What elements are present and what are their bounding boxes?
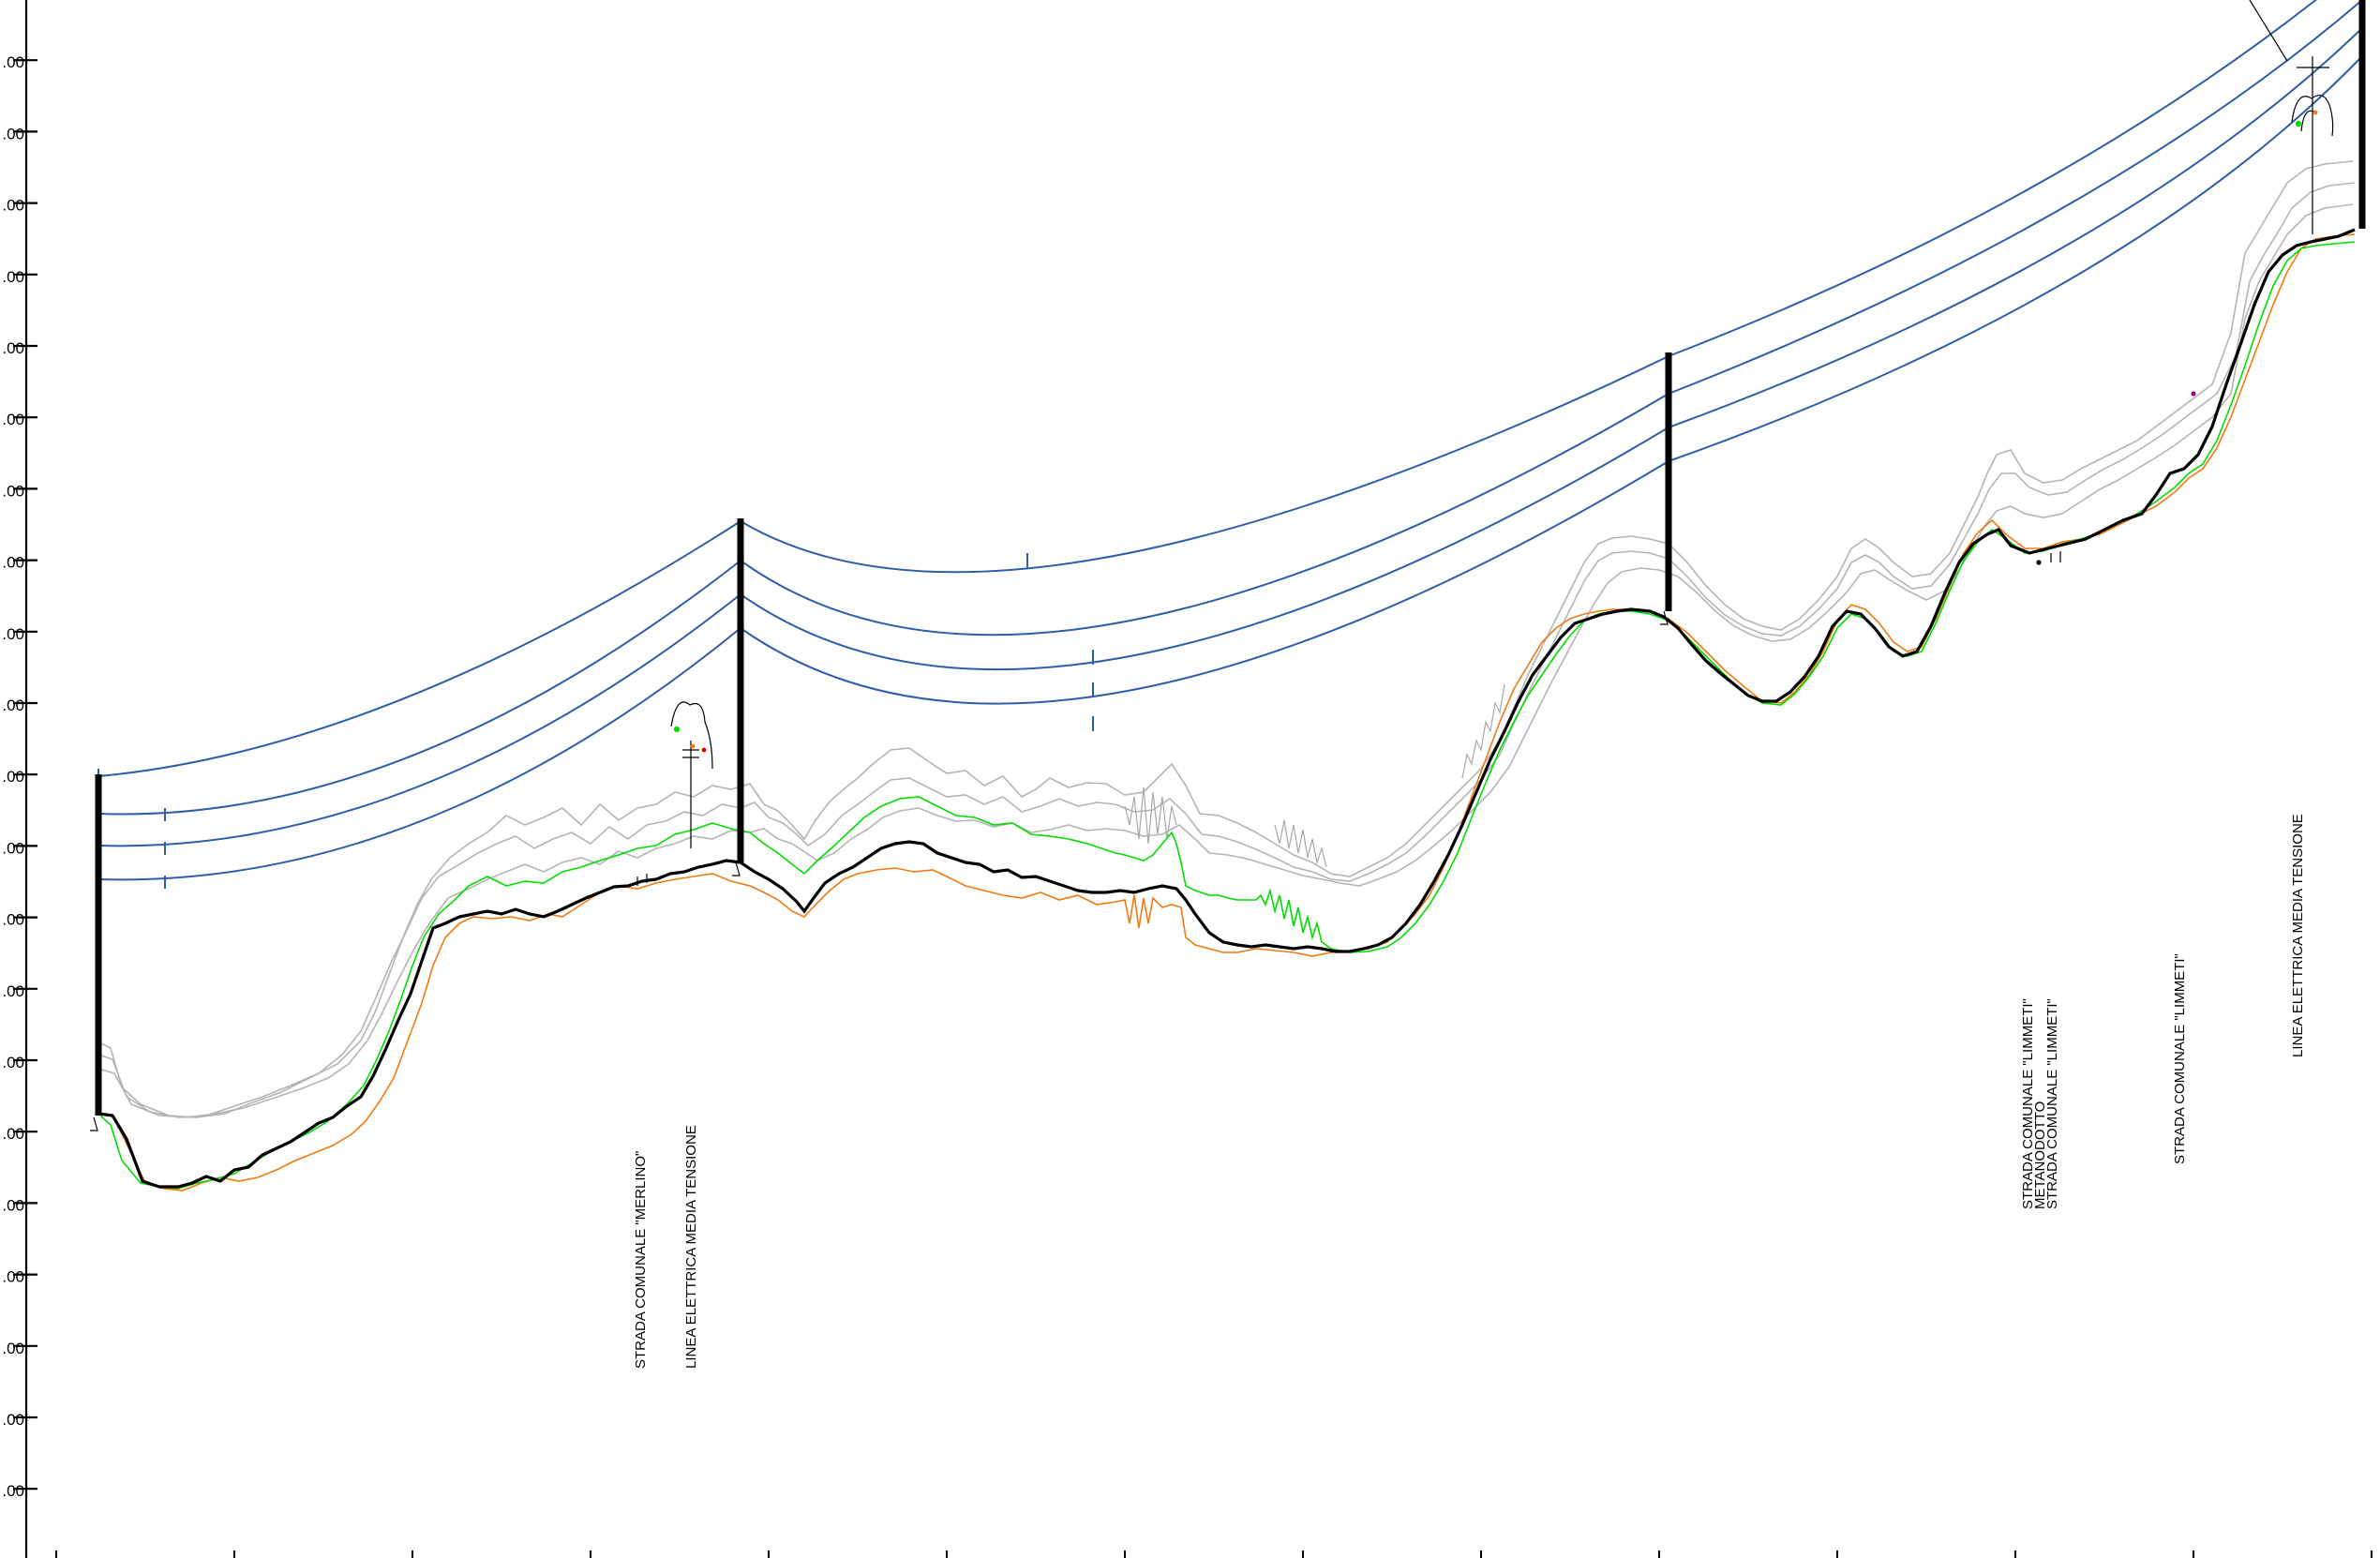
- elevation-tick-label-5: .00: [2, 339, 24, 357]
- elevation-tick-label-13: .00: [2, 911, 24, 929]
- label-linea-mt-1: LINEA ELETTRICA MEDIA TENSIONE: [683, 1125, 699, 1369]
- conductors: [97, 0, 2363, 881]
- conductor-span3-2: [1668, 0, 2363, 395]
- existing-mt-pole-1: [670, 701, 713, 848]
- elevation-axis: [13, 0, 37, 1558]
- ground-profile-main: [97, 228, 2356, 1189]
- conductor-span2-4: [740, 460, 1669, 705]
- elevation-tick-label-17: .00: [2, 1196, 24, 1214]
- elevation-tick-label-21: .00: [2, 1482, 24, 1500]
- elevation-tick-label-18: .00: [2, 1268, 24, 1286]
- elevation-tick-label-14: .00: [2, 982, 24, 1000]
- conductor-span1-2: [97, 560, 741, 816]
- conductor-span2-2: [740, 393, 1669, 637]
- elevation-tick-label-4: .00: [2, 268, 24, 286]
- grey-profile-1: [97, 160, 2354, 1118]
- elevation-tick-label-19: .00: [2, 1340, 24, 1357]
- elevation-tick-label-2: .00: [2, 125, 24, 142]
- grey-profile-4: [1124, 683, 1505, 868]
- elevation-tick-label-7: .00: [2, 482, 24, 500]
- elevation-tick-label-20: .00: [2, 1411, 24, 1429]
- label-strada-limmeti-3: STRADA COMUNALE "LIMMETI": [2172, 953, 2188, 1164]
- label-strada-limmeti-1: STRADA COMUNALE "LIMMETI": [2020, 998, 2036, 1209]
- grey-profile-2: [97, 182, 2356, 1118]
- lateral-profiles-grey: [97, 160, 2356, 1118]
- elevation-tick-label-1: .00: [2, 53, 24, 71]
- lateral-profile-orange: [97, 233, 2356, 1191]
- crossing-annotations: STRADA COMUNALE "MERLINO" LINEA ELETTRIC…: [633, 814, 2306, 1369]
- lateral-profile-green: [97, 241, 2356, 1190]
- conductor-span1-1: [97, 520, 741, 777]
- conductor-span3-3: [1668, 27, 2363, 428]
- small-markers: [636, 391, 2196, 886]
- grey-profile-3: [97, 203, 2354, 1118]
- elevation-tick-label-16: .00: [2, 1125, 24, 1143]
- conductor-span2-1: [740, 355, 1669, 574]
- elevation-tick-label-10: .00: [2, 697, 24, 714]
- tower-base-marks: [90, 610, 1669, 1131]
- elevation-tick-label-3: .00: [2, 197, 24, 215]
- elevation-tick-label-12: .00: [2, 839, 24, 857]
- label-strada-limmeti-2: STRADA COMUNALE "LIMMETI": [2044, 998, 2060, 1209]
- elevation-tick-label-11: .00: [2, 768, 24, 786]
- conductor-span1-4: [97, 627, 741, 881]
- conductor-span2-3: [740, 427, 1669, 671]
- elevation-tick-label-8: .00: [2, 554, 24, 572]
- elevation-tick-label-6: .00: [2, 411, 24, 428]
- label-linea-mt-2: LINEA ELETTRICA MEDIA TENSIONE: [2290, 814, 2306, 1057]
- conductor-span3-4: [1668, 55, 2363, 462]
- elevation-tick-labels: .00 .00 .00 .00 .00 .00 .00 .00 .00 .00 .00 .00 .00.…: [2, 53, 24, 1500]
- label-metanodotto: METANODOTTO: [2032, 1101, 2048, 1209]
- conductor-span1-3: [97, 593, 741, 847]
- elevation-tick-label-15: .00: [2, 1054, 24, 1071]
- distance-axis-ticks: [55, 1551, 2373, 1558]
- existing-mt-pole-2: [2249, 0, 2334, 234]
- label-strada-merlino: STRADA COMUNALE "MERLINO": [633, 1151, 649, 1369]
- towers: [95, 0, 2366, 1116]
- elevation-tick-label-9: .00: [2, 625, 24, 643]
- conductor-span3-1: [1668, 0, 2318, 357]
